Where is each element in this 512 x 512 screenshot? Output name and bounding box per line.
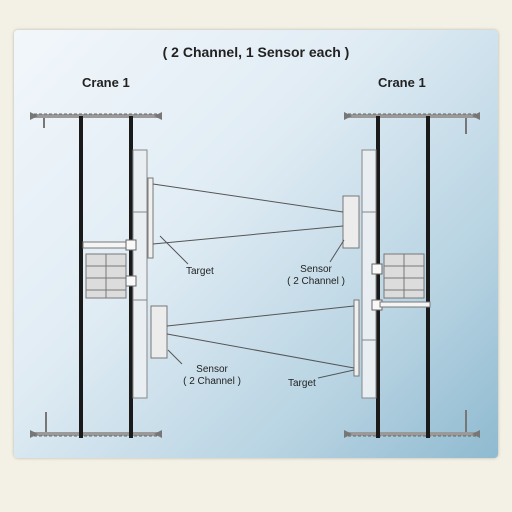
diagram-title: ( 2 Channel, 1 Sensor each ) xyxy=(162,44,350,60)
upper-target-plate xyxy=(147,177,154,259)
right-crane-rails xyxy=(361,116,430,438)
top-left-gantry-beam xyxy=(30,112,162,128)
upper-beam-line-2 xyxy=(152,225,344,245)
lower-target-plate xyxy=(353,299,360,377)
crane-right-label: Crane 1 xyxy=(378,75,426,90)
crane-left-label: Crane 1 xyxy=(82,75,130,90)
top-right-gantry-beam xyxy=(344,112,480,134)
lower-sensor-label-line-2: ( 2 Channel ) xyxy=(183,376,241,387)
lower-target-label: Target xyxy=(288,378,316,389)
bottom-right-gantry-beam xyxy=(344,410,480,438)
lower-beam-line-2 xyxy=(166,333,355,369)
upper-beam-line-1 xyxy=(152,183,344,213)
lower-sensor-leader xyxy=(167,349,183,365)
upper-sensor-box xyxy=(342,195,360,249)
upper-target-label: Target xyxy=(186,266,214,277)
lower-sensor-box xyxy=(150,305,168,359)
bottom-left-gantry-beam xyxy=(30,412,162,438)
lower-sensor-label: Sensor ( 2 Channel ) xyxy=(172,364,252,388)
lower-beam-line-1 xyxy=(166,305,355,327)
lower-target-leader xyxy=(317,369,355,379)
upper-sensor-leader xyxy=(329,239,345,263)
upper-sensor-label-line-1: Sensor xyxy=(300,264,332,275)
left-crane-trolley xyxy=(82,239,137,299)
upper-sensor-label: Sensor ( 2 Channel ) xyxy=(276,264,356,288)
right-crane-trolley xyxy=(371,253,431,311)
upper-sensor-label-line-2: ( 2 Channel ) xyxy=(287,276,345,287)
upper-target-leader xyxy=(159,235,189,265)
lower-sensor-label-line-1: Sensor xyxy=(196,364,228,375)
